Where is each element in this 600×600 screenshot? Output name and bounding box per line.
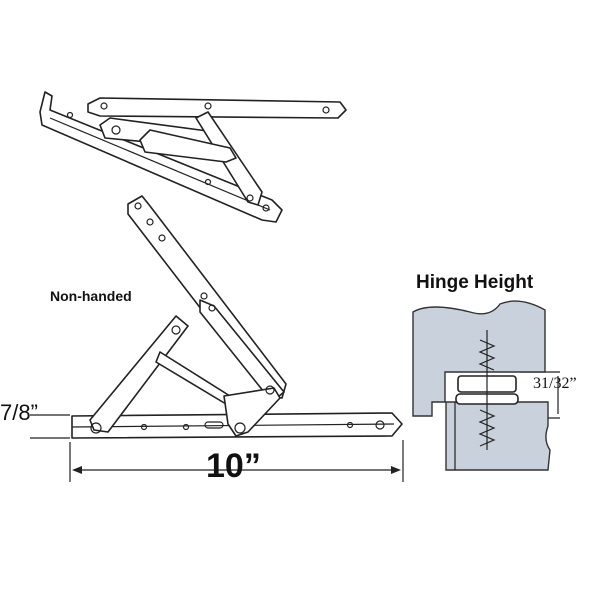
hinge-height-section — [412, 300, 551, 471]
width-dimension-label: 7/8” — [0, 400, 38, 425]
hinge-height-label: Hinge Height — [416, 272, 534, 293]
open-hinge-illustration — [71, 195, 403, 439]
non-handed-label: Non-handed — [50, 288, 132, 304]
length-dimension-label: 10” — [206, 447, 261, 485]
closed-hinge-illustration — [39, 91, 347, 223]
dimension-lines — [30, 371, 560, 482]
height-dimension-label: 31/32” — [533, 375, 577, 392]
